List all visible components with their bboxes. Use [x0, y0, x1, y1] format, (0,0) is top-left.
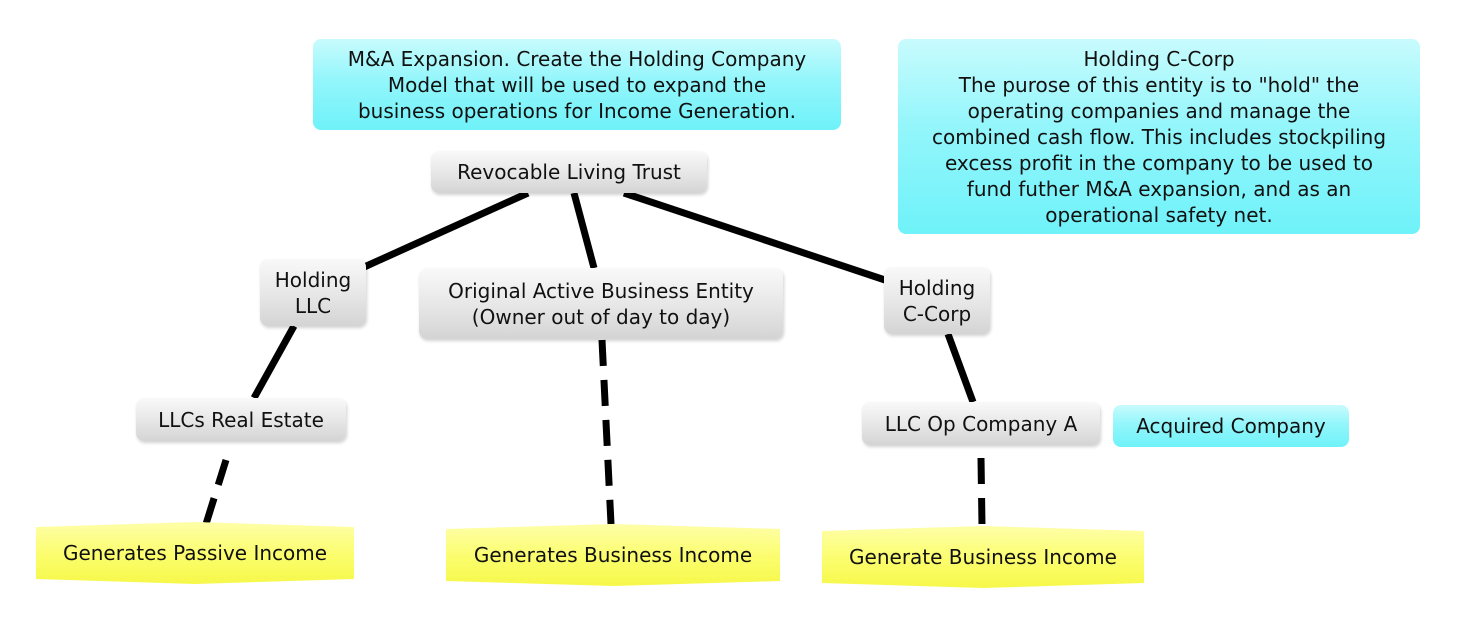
generates-passive-income-outcome: Generates Passive Income [36, 522, 354, 584]
connector-trust-holding-llc [360, 189, 530, 272]
ma-expansion-note: M&A Expansion. Create the Holding Compan… [313, 39, 841, 130]
generate-business-income-outcome: Generate Business Income [822, 526, 1144, 588]
holding-llc-node: Holding LLC [260, 259, 366, 326]
connector-trust-original-entity [570, 192, 598, 269]
connector-holding-llc-llcs-real-estate [250, 324, 298, 400]
llcs-real-estate-node: LLCs Real Estate [136, 398, 346, 441]
holding-ccorp-purpose-note: Holding C-Corp The purose of this entity… [898, 39, 1420, 234]
acquired-company-note: Acquired Company [1113, 405, 1349, 447]
original-active-business-entity-node: Original Active Business Entity (Owner o… [419, 268, 783, 339]
connector-llcs-real-estate-passive-income [202, 458, 230, 526]
generates-business-income-outcome: Generates Business Income [446, 524, 780, 586]
llc-op-company-a-node: LLC Op Company A [862, 402, 1100, 445]
connector-llc-op-company-a-business-income [977, 457, 986, 527]
connector-holding-ccorp-llc-op-company-a [944, 332, 977, 404]
connector-trust-holding-ccorp [622, 189, 887, 284]
holding-ccorp-node: Holding C-Corp [884, 267, 990, 334]
revocable-living-trust-node: Revocable Living Trust [431, 151, 707, 193]
connector-original-entity-business-income [598, 339, 615, 525]
